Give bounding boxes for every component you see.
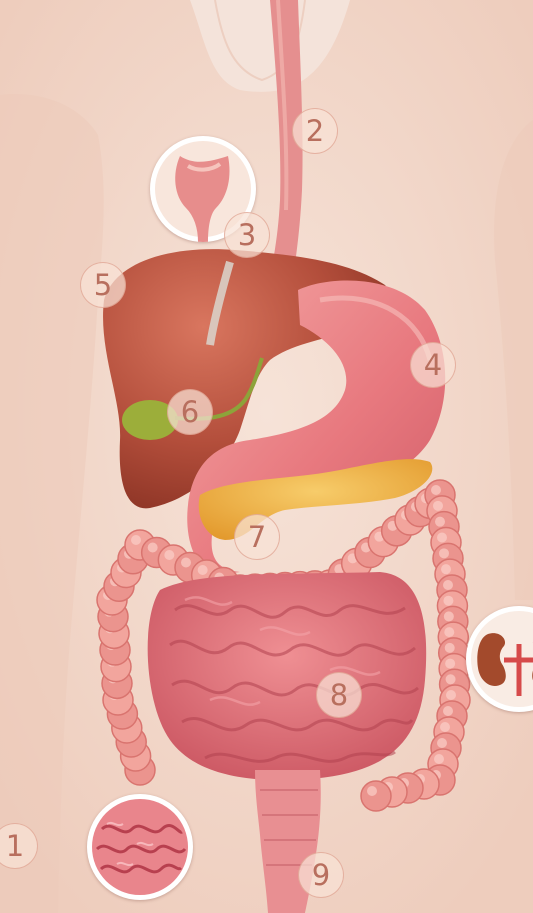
marker-6[interactable]: 6	[167, 389, 213, 435]
kidney-icon	[466, 606, 533, 712]
intestine-villi-inset[interactable]	[87, 794, 193, 900]
marker-7[interactable]: 7	[234, 514, 280, 560]
marker-4[interactable]: 4	[410, 342, 456, 388]
marker-8[interactable]: 8	[316, 672, 362, 718]
intestine-villi-icon	[87, 794, 193, 900]
kidney-inset[interactable]	[466, 606, 533, 712]
marker-3[interactable]: 3	[224, 212, 270, 258]
marker-5[interactable]: 5	[80, 262, 126, 308]
small-intestine	[148, 572, 427, 780]
marker-2[interactable]: 2	[292, 108, 338, 154]
marker-9[interactable]: 9	[298, 852, 344, 898]
